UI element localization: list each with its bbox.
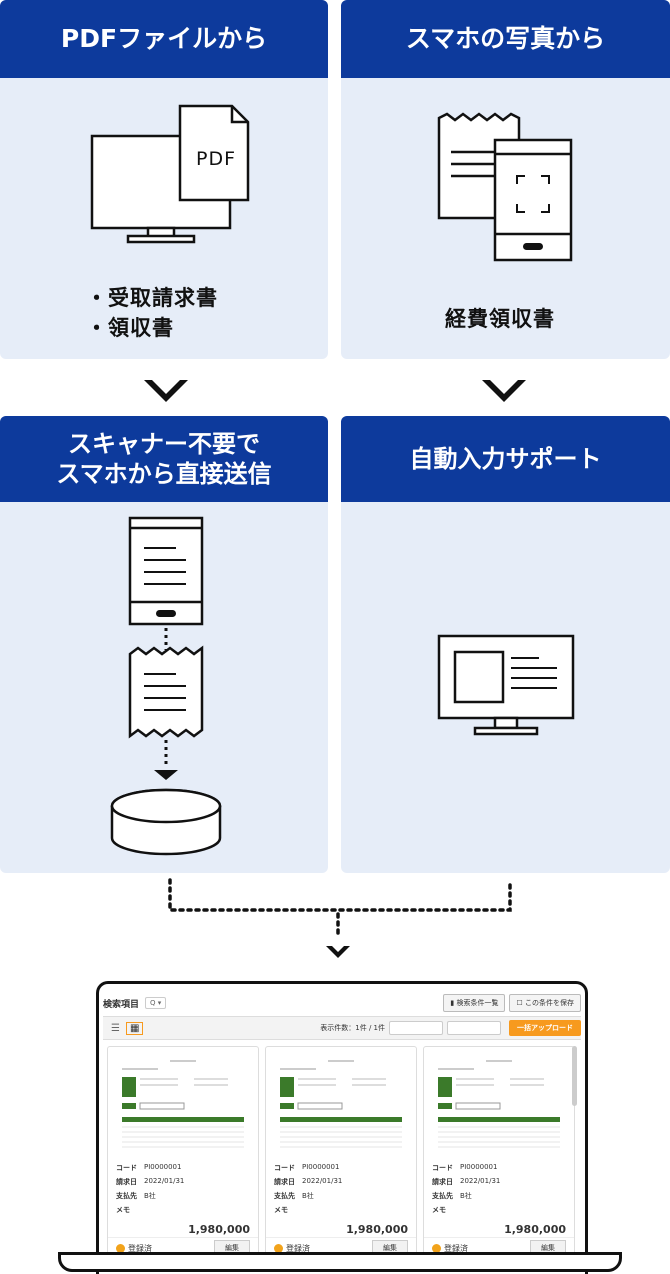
panel-scanner-title-line2: スマホから直接送信 — [56, 460, 272, 488]
result-count: 表示件数：1件 / 1件 — [320, 1024, 385, 1032]
search-list-button[interactable]: ▮ 検索条件一覧 — [443, 994, 506, 1012]
panel-photo-title: スマホの写真から — [341, 0, 670, 78]
card-code: PI0000001 — [460, 1163, 498, 1171]
status-label: 登録済 — [444, 1243, 468, 1253]
laptop-screen: 検索項目 Q ▾ ▮ 検索条件一覧 ☐ この条件を保存 ☰ ▦ 表示件数：1件 … — [96, 981, 588, 1274]
status-label: 登録済 — [128, 1243, 152, 1253]
chevron-down-icon — [144, 380, 188, 402]
panel-photo: スマホの写真から 経費領収書 — [341, 0, 670, 359]
card-memo-label: メモ — [116, 1206, 130, 1214]
card-amount: 1,980,000 — [188, 1223, 250, 1236]
card-payee-label: 支払先 — [116, 1192, 137, 1200]
card-memo-label: メモ — [432, 1206, 446, 1214]
laptop-base — [58, 1252, 622, 1272]
card-payee: B社 — [144, 1192, 156, 1200]
monitor-form-icon — [437, 634, 575, 736]
app-topbar: 検索項目 Q ▾ ▮ 検索条件一覧 ☐ この条件を保存 — [103, 990, 581, 1017]
card-amount: 1,980,000 — [504, 1223, 566, 1236]
check-icon — [116, 1243, 125, 1253]
invoice-card[interactable]: コード PI0000001 請求日 2022/01/31 支払先 B社 メモ 1,98… — [265, 1046, 417, 1258]
panel-auto: 自動入力サポート — [341, 416, 670, 873]
card-code-row: コード PI0000001 — [432, 1163, 497, 1173]
check-icon — [432, 1243, 441, 1253]
search-toggle[interactable]: Q ▾ — [145, 997, 167, 1009]
card-payee-row: 支払先 B社 — [274, 1191, 314, 1201]
card-date-row: 請求日 2022/01/31 — [274, 1177, 342, 1187]
panel-scanner: スキャナー不要で スマホから直接送信 — [0, 416, 328, 873]
card-date-label: 請求日 — [274, 1178, 295, 1186]
card-code-label: コード — [274, 1164, 295, 1172]
card-code-label: コード — [116, 1164, 137, 1172]
card-code-label: コード — [432, 1164, 453, 1172]
card-amount: 1,980,000 — [346, 1223, 408, 1236]
bulk-upload-button[interactable]: 一括アップロード — [509, 1020, 581, 1036]
invoice-thumbnail — [276, 1055, 406, 1159]
card-date: 2022/01/31 — [302, 1177, 343, 1185]
card-code-row: コード PI0000001 — [116, 1163, 181, 1173]
card-date: 2022/01/31 — [460, 1177, 501, 1185]
app-title: 検索項目 — [103, 999, 140, 1010]
card-memo-row: メモ — [116, 1205, 144, 1215]
card-payee-row: 支払先 B社 — [432, 1191, 472, 1201]
computer-pdf-icon — [90, 104, 250, 244]
card-payee-label: 支払先 — [432, 1192, 453, 1200]
bookmark-icon: ▮ — [450, 999, 457, 1007]
pdf-label: PDF — [196, 148, 237, 170]
photo-caption: 経費領収書 — [445, 307, 555, 331]
card-code: PI0000001 — [302, 1163, 340, 1171]
card-code: PI0000001 — [144, 1163, 182, 1171]
save-condition-button[interactable]: ☐ この条件を保存 — [509, 994, 581, 1012]
card-date-label: 請求日 — [116, 1178, 137, 1186]
card-code-row: コード PI0000001 — [274, 1163, 339, 1173]
grid-view-icon[interactable]: ▦ — [125, 1021, 144, 1035]
invoice-card[interactable]: コード PI0000001 請求日 2022/01/31 支払先 B社 メモ 1,98… — [423, 1046, 575, 1258]
card-memo-label: メモ — [274, 1206, 288, 1214]
receipt-smartphone-icon — [437, 112, 573, 262]
card-memo-row: メモ — [274, 1205, 302, 1215]
card-date: 2022/01/31 — [144, 1177, 185, 1185]
status-badge: 登録済 — [274, 1243, 310, 1254]
dotted-connector — [168, 878, 512, 958]
app-window: 検索項目 Q ▾ ▮ 検索条件一覧 ☐ この条件を保存 ☰ ▦ 表示件数：1件 … — [103, 990, 581, 1274]
card-payee-label: 支払先 — [274, 1192, 295, 1200]
scrollbar[interactable] — [572, 1046, 577, 1106]
card-date-label: 請求日 — [432, 1178, 453, 1186]
sort-select[interactable] — [389, 1021, 443, 1035]
panel-pdf: PDFファイルから PDF ・受取請求書 ・領収書 — [0, 0, 328, 359]
card-payee: B社 — [302, 1192, 314, 1200]
card-memo-row: メモ — [432, 1205, 460, 1215]
panel-scanner-title: スキャナー不要で スマホから直接送信 — [0, 416, 328, 502]
smartphone-upload-icon — [110, 516, 222, 856]
save-icon: ☐ — [516, 999, 525, 1007]
card-date-row: 請求日 2022/01/31 — [432, 1177, 500, 1187]
panel-scanner-title-line1: スキャナー不要で — [68, 430, 260, 458]
chevron-down-icon — [482, 380, 526, 402]
app-toolbar: ☰ ▦ 表示件数：1件 / 1件 一括アップロード — [103, 1017, 581, 1040]
status-badge: 登録済 — [116, 1243, 152, 1254]
pdf-item-received-invoice: ・受取請求書 — [86, 286, 218, 310]
list-view-icon[interactable]: ☰ — [111, 1022, 120, 1034]
check-icon — [274, 1243, 283, 1253]
card-payee-row: 支払先 B社 — [116, 1191, 156, 1201]
status-label: 登録済 — [286, 1243, 310, 1253]
save-condition-label: この条件を保存 — [525, 999, 574, 1007]
panel-auto-title: 自動入力サポート — [341, 416, 670, 502]
card-payee: B社 — [460, 1192, 472, 1200]
status-badge: 登録済 — [432, 1243, 468, 1254]
panel-pdf-title: PDFファイルから — [0, 0, 328, 78]
invoice-thumbnail — [434, 1055, 564, 1159]
search-list-label: 検索条件一覧 — [456, 999, 499, 1007]
invoice-card[interactable]: コード PI0000001 請求日 2022/01/31 支払先 B社 メモ 1,98… — [107, 1046, 259, 1258]
pdf-item-receipt: ・領収書 — [86, 316, 174, 340]
card-date-row: 請求日 2022/01/31 — [116, 1177, 184, 1187]
filter-select[interactable] — [447, 1021, 501, 1035]
invoice-thumbnail — [118, 1055, 248, 1159]
